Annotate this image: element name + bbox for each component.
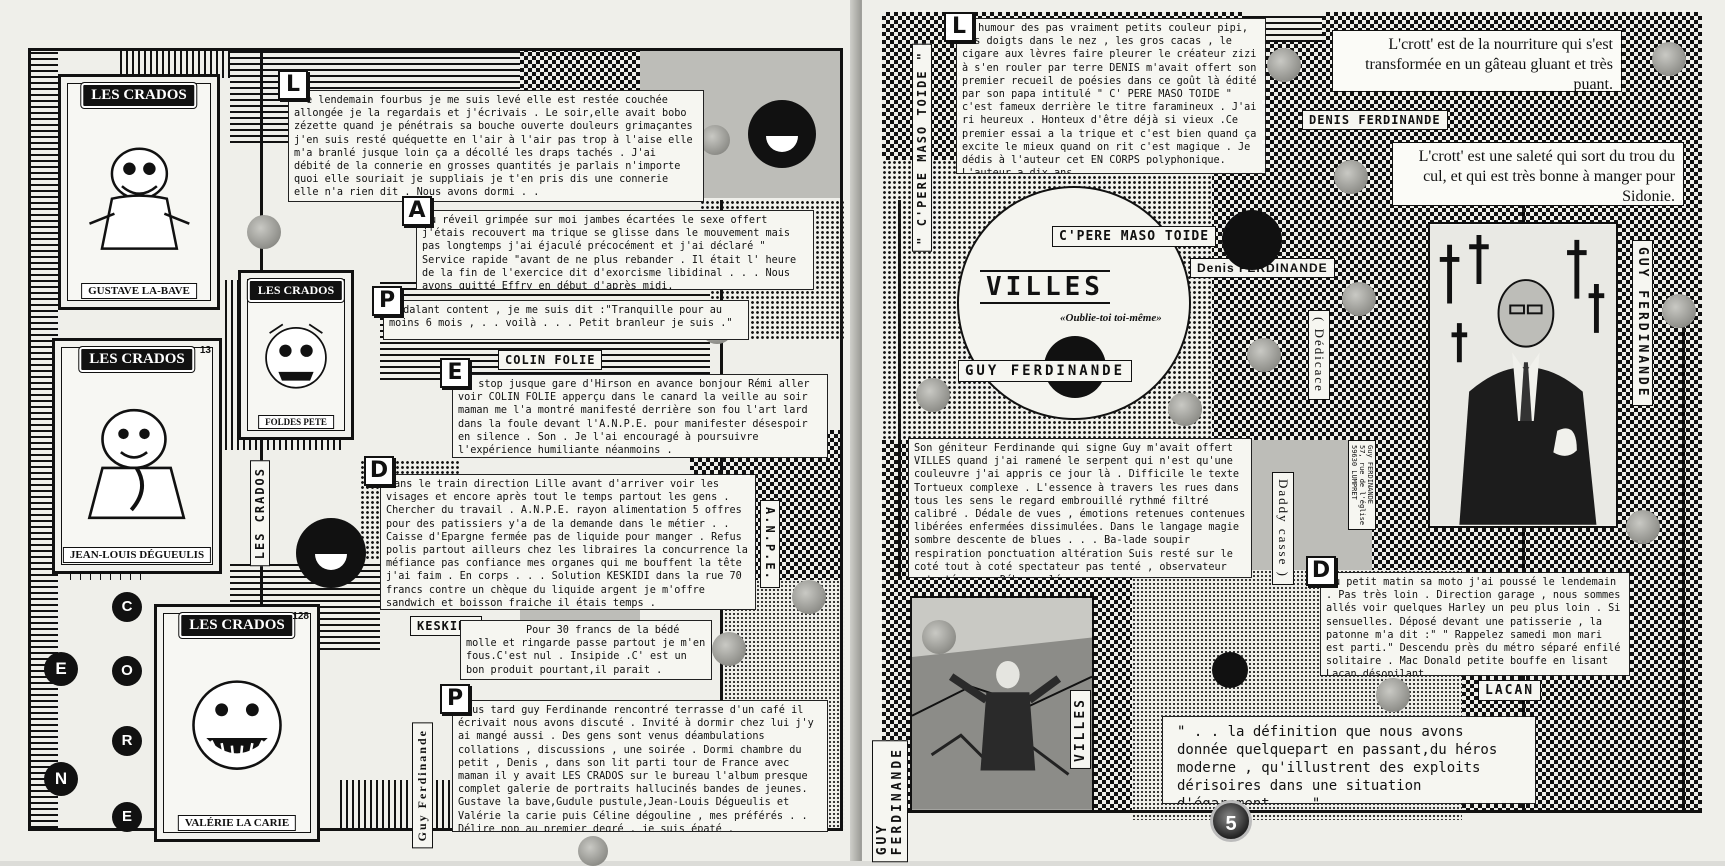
drop-cap: A [402,196,432,226]
gray-ball [1626,510,1660,544]
crados-illustration [192,680,282,770]
encore-letter: N [44,762,78,796]
black-dot [1212,652,1248,688]
gray-ball [922,620,956,654]
encore-letter: E [112,802,142,832]
gray-ball [1168,392,1202,426]
book-guy: GUY FERDINANDE [958,360,1133,382]
half-disk [296,518,366,588]
card-name: FOLDES PETE [258,415,334,429]
daddy-label: Daddy casse ) [1272,472,1294,585]
photo-label-villes: VILLES [1070,690,1091,769]
rule-line [898,200,901,580]
crados-card: LES CRADOS GUSTAVE LA-BAVE [58,74,220,310]
quote-text: " . . la définition que nous avons donné… [1162,716,1536,804]
drop-cap: P [372,286,402,316]
card-number: 13 [199,345,211,356]
crados-illustration [88,409,186,520]
drop-cap: L [944,12,974,42]
side-label-maso: " C'PERE MASO TOIDE " [912,44,932,252]
crados-card: LES CRADOS FOLDES PETE [238,270,354,440]
portrait-photo [1428,222,1618,528]
gray-ball [1247,338,1281,372]
rule-line [28,48,843,51]
card-name: GUSTAVE LA-BAVE [81,283,197,299]
rule-line [840,48,843,831]
drop-cap: P [440,684,470,714]
book-title: C'PERE MASO TOIDE [1052,226,1217,247]
crados-card: LES CRADOS 128 VALÉRIE LA CARIE [154,604,320,842]
drop-cap: D [364,456,394,486]
paragraph-text: ans le train direction Lille avant d'arr… [380,474,756,610]
guy-vertical-label: GUY FERDINANDE [1632,240,1653,406]
paragraph-text: n stop jusque gare d'Hirson en avance bo… [452,374,828,458]
encore-letter: E [44,652,78,686]
rule-line [260,48,263,838]
photo-label-guy: GUY FERDINANDE [872,740,908,863]
landscape-illustration [912,598,1092,810]
card-name: VALÉRIE LA CARIE [177,815,297,831]
book-subtitle: «Oublie-toi toi-même» [1060,312,1162,324]
encore-letter: R [112,726,142,756]
right-page: 'humour des pas vraiment petits couleur … [862,0,1725,863]
side-label-crados: LES CRADOS [250,460,270,567]
gray-ball [1376,678,1410,712]
card-title: LES CRADOS [246,278,346,303]
drop-cap: E [440,358,470,388]
paragraph-text: e lendemain fourbus je me suis levé elle… [288,90,704,202]
card-name: JEAN-LOUIS DÉGUEULIS [62,547,212,563]
card-title: LES CRADOS [80,82,198,109]
colin-label: COLIN FOLIE [498,350,603,370]
crados-card: LES CRADOS 13 JEAN-LOUIS DÉGUEULIS [52,338,222,574]
encore-letter: C [112,592,142,622]
stripe-pattern [340,780,470,830]
paragraph-text: Pour 30 francs de la bédé molle et ringa… [460,620,712,680]
gray-ball [247,215,281,249]
gray-ball [700,125,730,155]
rule-line [28,828,843,831]
card-number: 128 [292,611,309,622]
side-label-guy: Guy Ferdinande [412,722,433,849]
book-villes: VILLES [980,270,1110,304]
paragraph-text: u réveil grimpée sur moi jambes écartées… [416,210,814,290]
card-title: LES CRADOS [178,612,296,639]
half-disk [748,100,816,168]
black-dot [1222,210,1282,270]
rule-line [882,810,1702,813]
gray-ball [1334,160,1368,194]
paragraph-text: Son géniteur Ferdinande qui signe Guy m'… [908,438,1252,578]
lacan-label: LACAN [1478,680,1542,701]
paragraph-text: 'humour des pas vraiment petits couleur … [956,18,1266,174]
gray-ball [712,632,746,666]
portrait-illustration [1430,225,1616,525]
side-label-anpe: A.N.P.E. [760,500,780,588]
gray-ball [578,836,608,866]
rule-line [28,48,31,831]
page-number: 5 [1210,800,1252,842]
gray-ball [792,580,826,614]
rule-line [1682,300,1685,810]
gray-ball [1652,42,1686,76]
address-stamp: Guy FERDINANDE 57, rue de l'église 59630… [1348,440,1376,531]
drop-cap: D [1306,556,1336,586]
card-title: LES CRADOS [78,346,196,373]
denis-label: DENIS FERDINANDE [1302,110,1448,130]
paragraph-text: u petit matin sa moto j'ai poussé le len… [1320,572,1630,676]
drop-cap: L [278,70,308,100]
paragraph-text: édalant content , je me suis dit :"Tranq… [383,300,749,340]
crados-illustration [265,323,327,389]
paragraph-text: lus tard guy Ferdinande rencontré terras… [452,700,828,832]
landscape-photo [910,596,1094,812]
crott-definition-1: L'crott' est de la nourriture qui s'est … [1332,30,1622,93]
encore-letter: O [112,656,142,686]
left-page: LES CRADOS GUSTAVE LA-BAVE LES CRADOS FO… [0,0,858,866]
gray-ball [916,378,950,412]
crott-definition-2: L'crott' est une saleté qui sort du trou… [1392,142,1684,206]
crados-illustration [88,147,190,251]
gray-ball [1342,282,1376,316]
dedicace-label: ( Dédicace [1308,310,1330,400]
gray-ball [1662,294,1696,328]
gray-ball [1267,48,1301,82]
